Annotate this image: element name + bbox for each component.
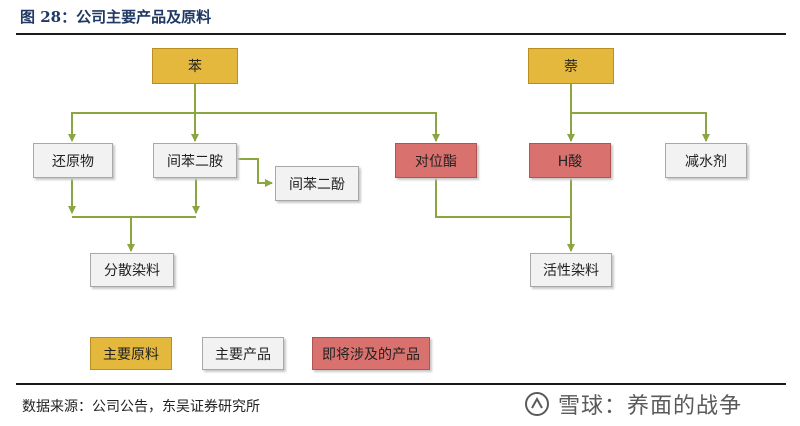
snowball-logo-icon	[525, 392, 549, 416]
node-reducer: 减水剂	[665, 143, 747, 178]
node-hacid: H酸	[529, 143, 611, 178]
legend-raw: 主要原料	[90, 337, 172, 370]
node-disperse: 分散染料	[90, 253, 174, 287]
watermark-text: 雪球：养面的战争	[558, 394, 743, 419]
edge-mpda-mphenol	[237, 158, 273, 187]
node-naphthalene: 萘	[528, 48, 614, 84]
node-reactive: 活性染料	[530, 253, 612, 287]
edge-benzene-ester	[195, 112, 440, 142]
node-benzene: 苯	[152, 48, 238, 84]
node-reduced: 还原物	[33, 143, 113, 178]
edge-ester-reactive	[435, 178, 571, 218]
legend-pending: 即将涉及的产品	[312, 337, 430, 370]
legend-product: 主要产品	[202, 337, 284, 370]
source-note: 数据来源：公司公告，东吴证券研究所	[22, 399, 260, 415]
node-ester: 对位酯	[395, 143, 477, 178]
edge-benzene-reduced	[68, 112, 195, 142]
node-mphenol: 间苯二酚	[275, 166, 359, 201]
watermark: 雪球：养面的战争	[524, 388, 742, 420]
node-mpda: 间苯二胺	[153, 143, 237, 178]
edge-naph-reducer	[571, 112, 710, 142]
bottom-rule	[16, 383, 786, 385]
figure-title: 图 28：公司主要产品及原料	[20, 8, 212, 26]
top-rule	[16, 33, 786, 35]
